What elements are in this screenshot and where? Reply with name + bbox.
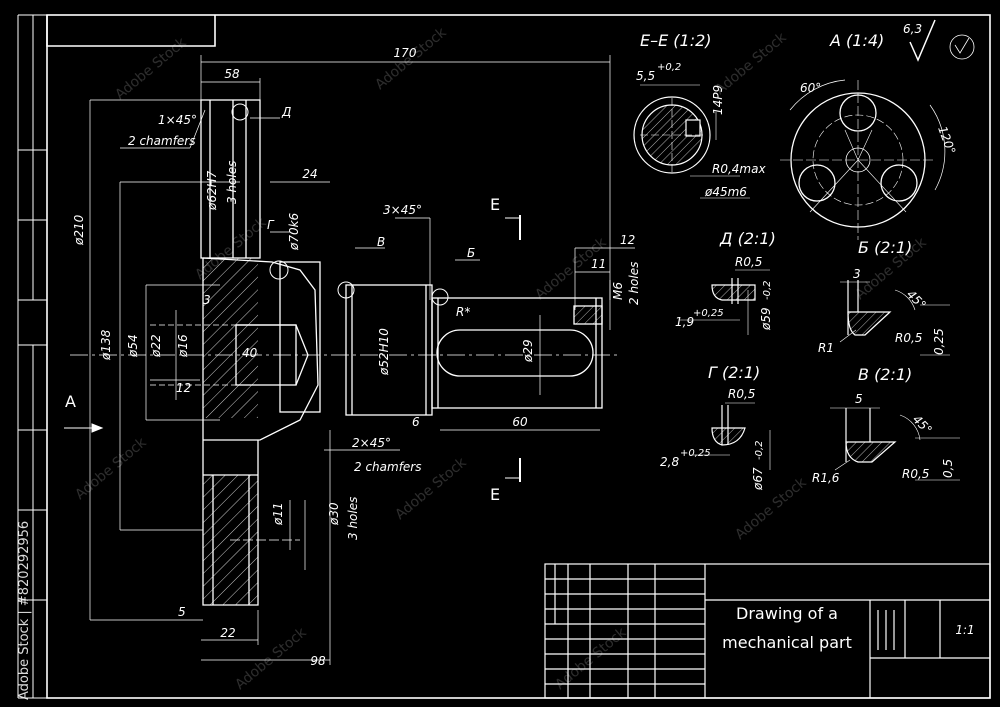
dim-phi70: ø70k6 [287,212,301,251]
dim-98: 98 [310,654,326,668]
leader-g: Г [267,218,275,232]
dim-phi138: ø138 [99,329,113,361]
dim-phi62: ø62H7 [205,170,219,211]
svg-text:Adobe Stock: Adobe Stock [712,29,790,98]
dim-chamfers-a: 2 chamfers [128,134,196,148]
leader-d: Д [281,105,291,119]
dim-phi22: ø22 [149,334,163,358]
title-block [544,563,991,699]
detail-g-phi67: ø67 [751,467,765,491]
dim-3-holes-a: 3 holes [225,161,239,204]
dim-phi210: ø210 [72,214,86,246]
dim-3: 3 [203,293,211,307]
view-a-angle-120: 120° [935,124,958,156]
dim-phi16: ø16 [176,334,190,358]
svg-text:Adobe Stock: Adobe Stock [552,624,630,693]
svg-text:Adobe Stock: Adobe Stock [72,434,150,503]
sec-r04: R0,4max [712,162,766,176]
view-a-letter: A [65,392,76,411]
dim-chamfer-2x45: 2×45° [352,436,391,450]
svg-text:Adobe Stock: Adobe Stock [112,34,190,103]
detail-v-5: 5 [855,392,863,406]
dim-phi30: ø30 [327,502,341,526]
main-dimension-lines [89,55,635,665]
detail-b-r1: R1 [818,341,834,355]
dim-40: 40 [242,346,258,360]
detail-d-1-9: 1,9 [675,315,694,329]
detail-b-r05: R0,5 [895,331,922,345]
dim-12-bottom: 12 [176,381,191,395]
detail-d-phi59-tol: -0,2 [762,280,773,300]
view-a-angle-60: 60° [800,81,821,95]
detail-g-title: Г (2:1) [708,363,760,382]
detail-d-1-9-tol: +0,25 [693,308,724,319]
roughness-value: 6,3 [903,22,922,36]
sec-phi45: ø45m6 [704,185,747,199]
detail-v-r16: R1,6 [812,471,840,485]
section-e-view [633,84,750,199]
sec-width-tol: +0,2 [657,62,681,73]
detail-b-view [839,280,950,356]
svg-text:Adobe Stock: Adobe Stock [232,624,310,693]
dim-phi54: ø54 [126,334,140,358]
watermark-side-text: Adobe Stock | #820292956 [17,521,32,700]
detail-v-0-5: 0,5 [941,459,955,478]
detail-d-title: Д (2:1) [719,229,776,248]
dim-3-holes-b: 3 holes [346,497,360,540]
detail-b-title: Б (2:1) [858,238,912,257]
svg-text:Adobe Stock: Adobe Stock [732,474,810,543]
scale-value: 1:1 [955,623,974,637]
dim-m6: M6 [611,282,625,300]
detail-v-view [830,407,960,481]
view-markers [64,215,521,482]
dim-6: 6 [412,415,420,429]
dim-chamfer-3x45: 3×45° [383,203,422,217]
leader-v: В [377,235,385,249]
dim-24: 24 [302,167,317,181]
dim-phi29: ø29 [521,339,535,363]
dim-22: 22 [220,626,235,640]
detail-v-45: 45° [910,412,935,437]
dim-m6-holes: 2 holes [627,262,641,305]
detail-d-r05: R0,5 [735,255,762,269]
section-e-top: E [490,195,500,214]
detail-g-view [690,402,771,470]
roughness-symbol [909,19,975,62]
svg-text:Adobe Stock: Adobe Stock [372,24,450,93]
dim-170: 170 [394,46,417,60]
leader-b: Б [467,246,475,260]
title-line-1: Drawing of a [736,604,838,623]
dim-phi11: ø11 [271,502,285,526]
detail-b-3: 3 [853,267,861,281]
section-e-title: E–E (1:2) [640,31,712,50]
dim-r-star: R* [456,305,470,319]
sec-height-14p9: 14P9 [711,85,725,115]
detail-g-r05: R0,5 [728,387,755,401]
dim-58: 58 [224,67,240,81]
detail-g-2-8-tol: +0,25 [680,448,711,459]
detail-b-45: 45° [904,287,929,312]
dim-11: 11 [591,257,606,271]
section-e-bottom: E [490,485,500,504]
main-dimension-texts: 170 58 1×45° 2 chamfers Д ø62H7 3 holes … [72,46,641,668]
dim-5: 5 [178,605,186,619]
sec-width-5-5: 5,5 [636,69,655,83]
detail-v-r05: R0,5 [902,467,929,481]
title-line-2: mechanical part [722,633,852,652]
view-a-title: A (1:4) [829,31,884,50]
dim-chamfers-b: 2 chamfers [354,460,422,474]
detail-g-phi67-tol: -0,2 [754,440,765,460]
detail-v-title: В (2:1) [858,365,912,384]
view-a-flange [780,79,946,240]
dim-12-top: 12 [620,233,635,247]
drawing-frame [17,14,991,699]
detail-g-2-8: 2,8 [660,455,679,469]
detail-d-phi59: ø59 [759,307,773,331]
detail-d-view [680,269,770,335]
detail-b-0-25: 0,25 [932,328,946,355]
dim-phi52: ø52H10 [377,328,391,376]
dim-60: 60 [512,415,528,429]
dim-chamfer-1x45: 1×45° [158,113,197,127]
